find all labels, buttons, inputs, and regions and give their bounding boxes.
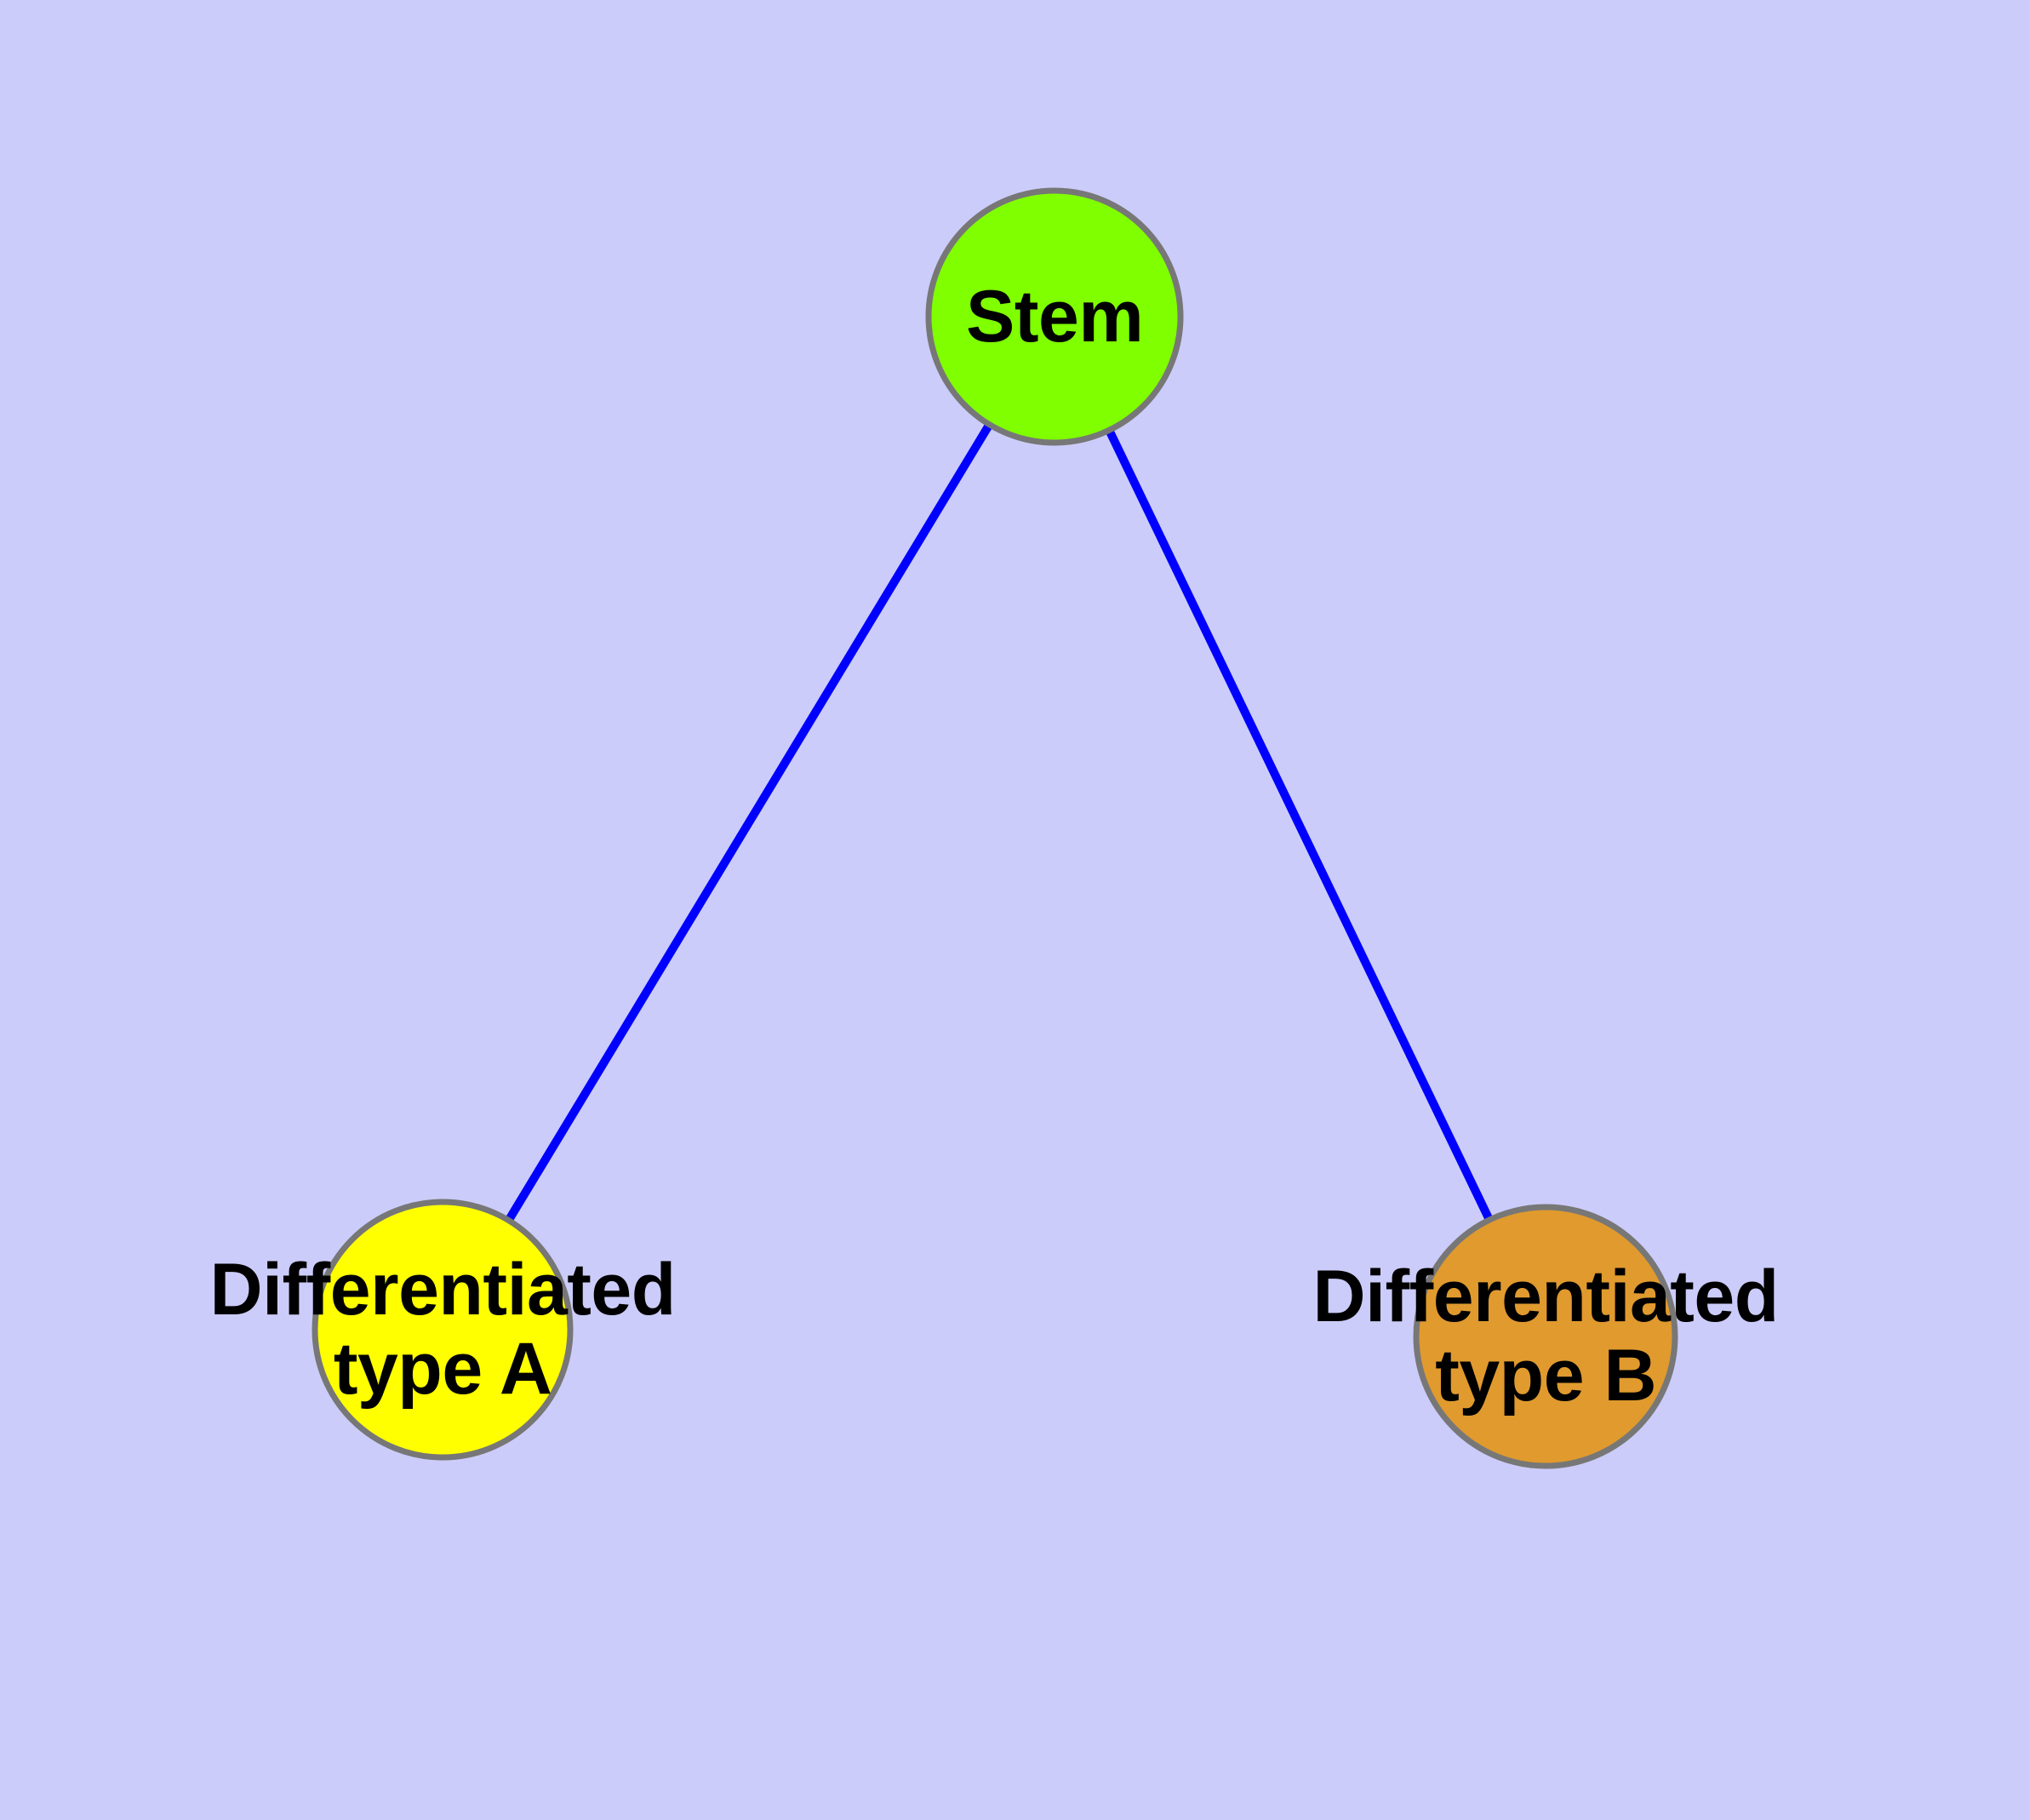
graph-edge[interactable] xyxy=(504,421,994,1224)
graph-node-diff_a[interactable] xyxy=(311,1199,574,1461)
graph-node-diff_b[interactable] xyxy=(1413,1204,1678,1469)
graph-edge[interactable] xyxy=(1104,426,1495,1224)
graph-node-stem[interactable] xyxy=(925,187,1184,446)
